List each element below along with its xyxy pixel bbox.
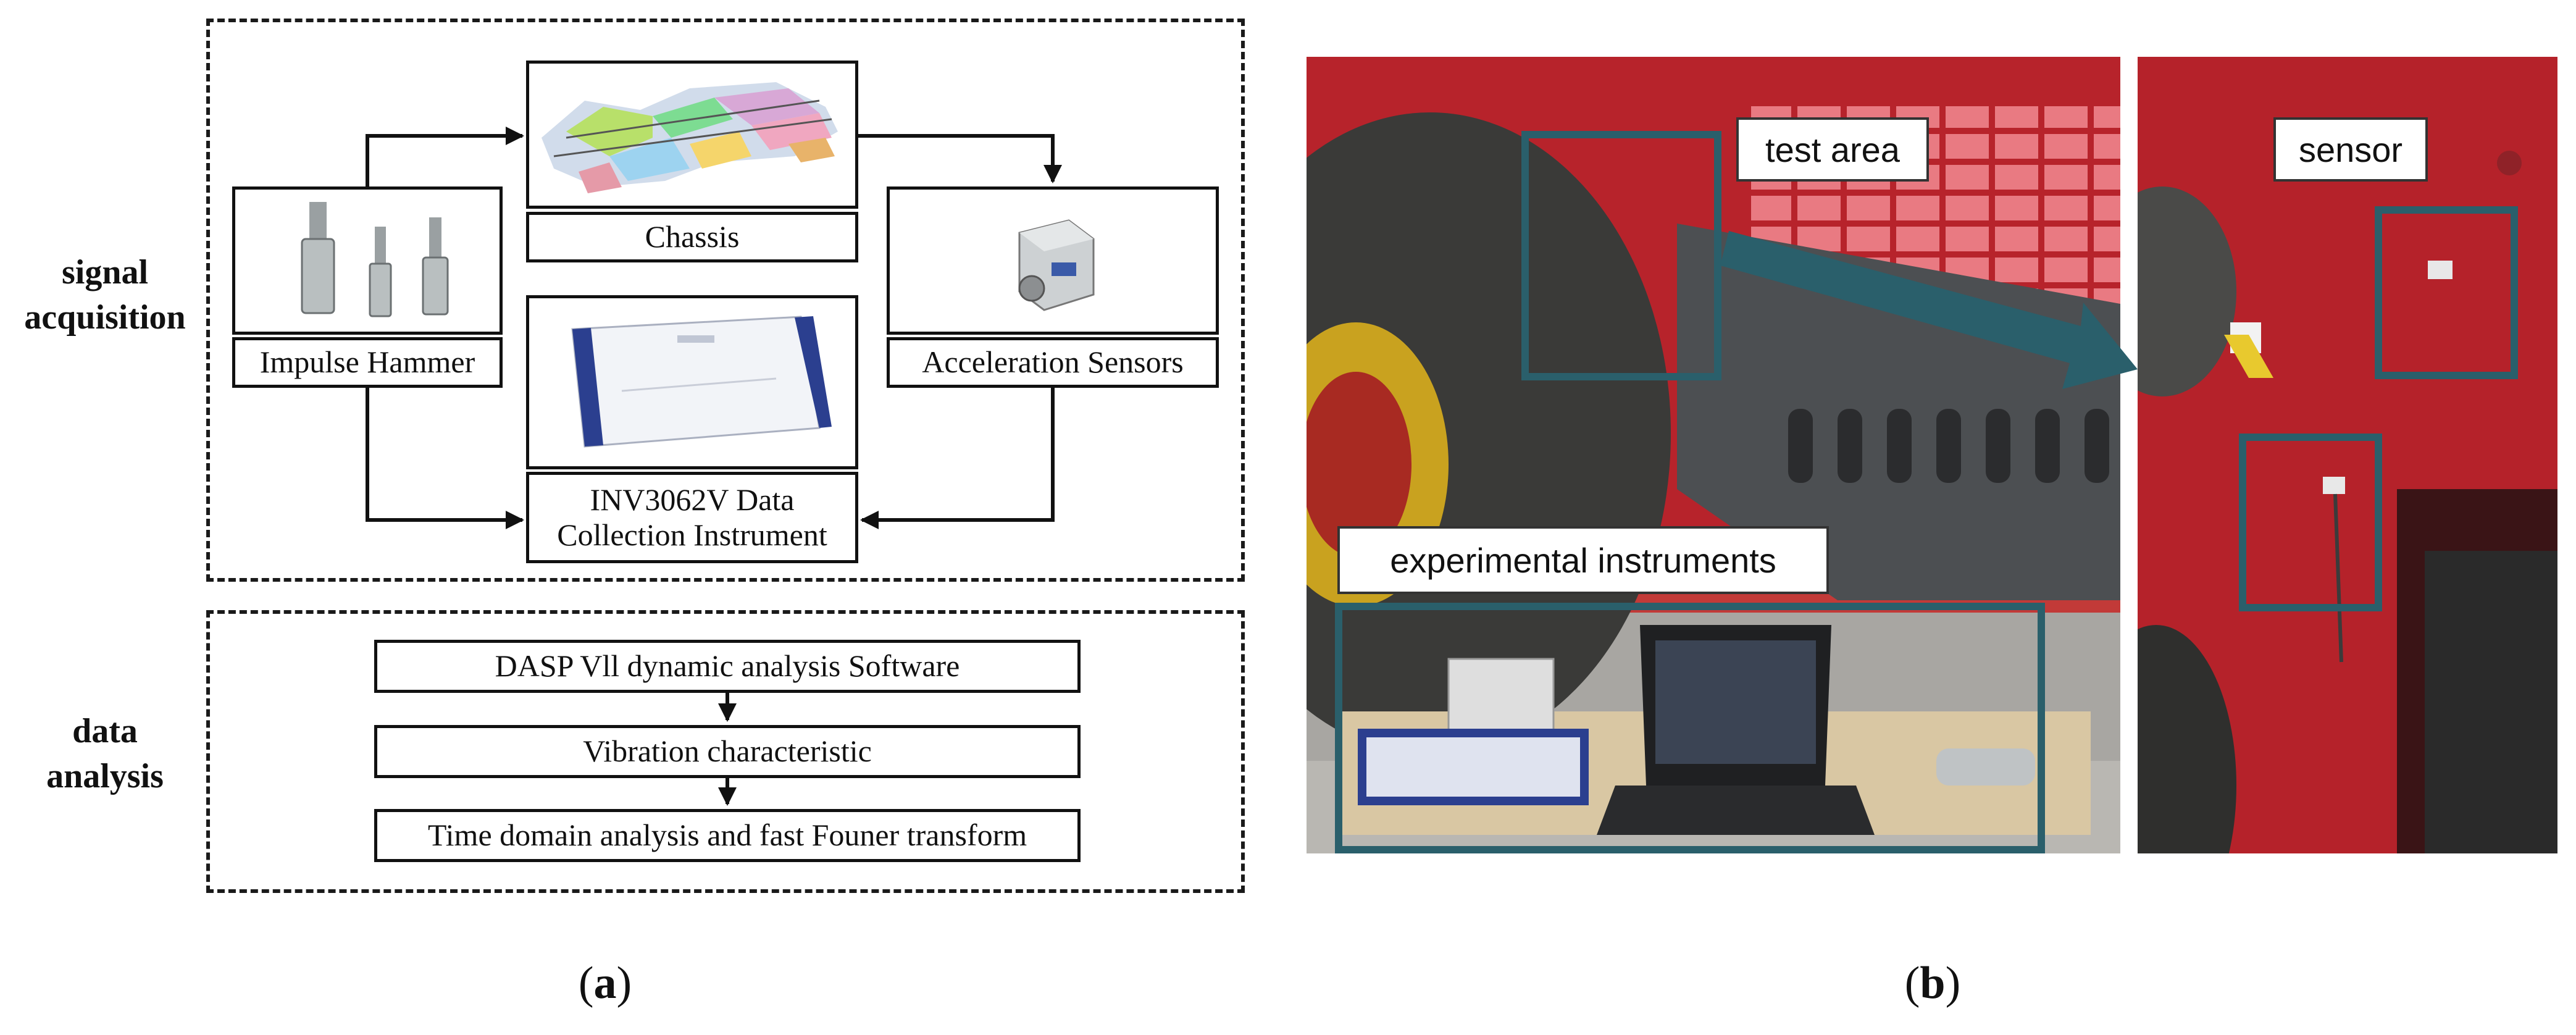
panel-a-caption: (a): [578, 958, 632, 1008]
test-area-tag: test area: [1736, 117, 1929, 182]
sensor-closeup-illustration: [2138, 57, 2557, 853]
arrow-hammer-to-chassis: [366, 127, 524, 186]
arrow-hammer-to-collector: [366, 388, 524, 529]
panel-b-caption: (b): [1904, 958, 1961, 1008]
sensor-highlight-frame-lower: [2239, 434, 2382, 611]
signal-acquisition-frame: [206, 19, 1245, 582]
chassis-image-box: [526, 61, 858, 209]
sensor-tag: sensor: [2273, 117, 2428, 182]
data-collector-illustration: [571, 316, 832, 448]
sensor-closeup-photo: [2138, 57, 2557, 853]
impulse-hammer-image-box: [232, 186, 503, 335]
acceleration-sensors-image-box: [887, 186, 1219, 335]
machine-photo-illustration: [1307, 57, 2120, 853]
arrow-chassis-to-sensors: [858, 134, 1062, 183]
sensor-highlight-frame-upper: [2375, 206, 2518, 379]
time-domain-fft-box: Time domain analysis and fast Founer tra…: [374, 809, 1081, 862]
instruments-tag: experimental instruments: [1337, 526, 1829, 594]
data-analysis-frame: [206, 610, 1245, 893]
data-collector-image-box: [526, 295, 858, 469]
data-collector-label-box: INV3062V Data Collection Instrument: [526, 472, 858, 563]
arrow-sensors-to-collector: [860, 388, 1055, 529]
impulse-hammer-label-box: Impulse Hammer: [232, 337, 503, 388]
data-analysis-label: data analysis: [46, 712, 164, 795]
signal-acquisition-label: signal acquisition: [24, 253, 186, 337]
chassis-label-box: Chassis: [526, 212, 858, 262]
instruments-highlight-frame: [1335, 603, 2045, 853]
chassis-illustration: [542, 82, 838, 193]
analysis-software-box: DASP Vll dynamic analysis Software: [374, 640, 1081, 693]
vibration-characteristic-box: Vibration characteristic: [374, 725, 1081, 778]
acceleration-sensor-illustration: [1018, 219, 1095, 311]
test-area-highlight-frame: [1521, 131, 1721, 380]
acceleration-sensors-label-box: Acceleration Sensors: [887, 337, 1219, 388]
impulse-hammer-illustration: [301, 202, 449, 317]
test-area-photo: [1307, 57, 2120, 853]
